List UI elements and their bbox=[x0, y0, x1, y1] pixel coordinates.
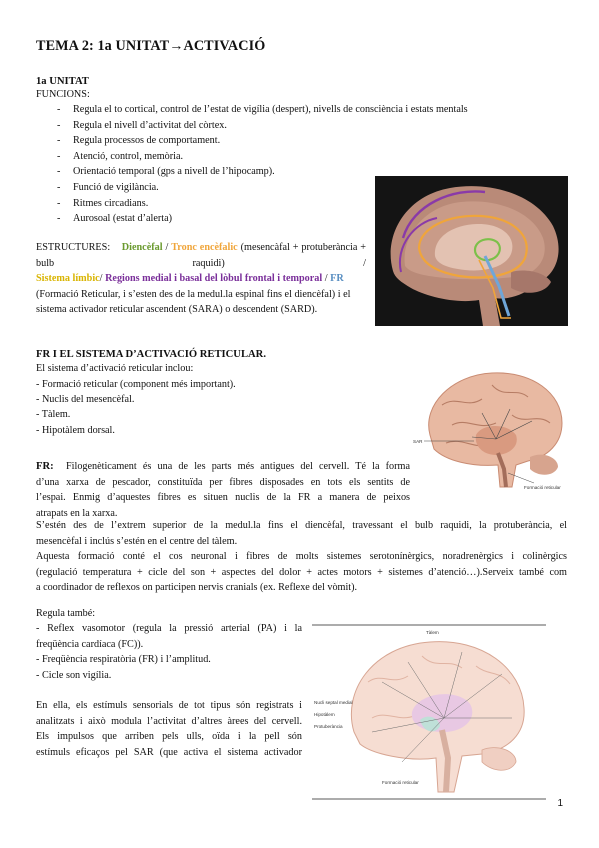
list-item: Orientació temporal (gps a nivell de l’h… bbox=[57, 164, 517, 180]
fr-description: FR: Filogenèticament és una de les parts… bbox=[36, 459, 410, 521]
regula-line: - Reflex vasomotor (regula la pressió ar… bbox=[36, 623, 302, 634]
fr-extent-paragraph: S’estén des de l’extrem superior de la m… bbox=[36, 518, 567, 596]
structures-line-1: ESTRUCTURES: Diencèfal / Tronc encèfalic… bbox=[36, 242, 367, 269]
stimuli-line: estímuls eficaços pel SAR (que activa el… bbox=[36, 746, 302, 758]
unit-heading: 1a UNITAT bbox=[36, 76, 89, 87]
page-number: 1 bbox=[557, 798, 563, 809]
functions-label: FUNCIONS: bbox=[36, 89, 90, 100]
regula-list: - Reflex vasomotor (regula la pressió ar… bbox=[36, 621, 302, 683]
fr-extent-line: S’estén des de l’extrem superior de la m… bbox=[36, 520, 567, 531]
list-item: Regula el to cortical, control de l’esta… bbox=[57, 102, 517, 118]
limbic-label: Sistema límbic bbox=[36, 273, 100, 285]
fr-item: - Tàlem. bbox=[36, 409, 71, 420]
regula-label: Regula també: bbox=[36, 608, 96, 619]
formacio-reticular-label: Formació reticular bbox=[382, 780, 419, 785]
list-item: Regula el nivell d’activitat del còrtex. bbox=[57, 118, 517, 134]
protuberancia-label: Protuberància bbox=[314, 724, 343, 729]
fr-label: FR bbox=[330, 273, 344, 285]
regions-label: Regions medial i basal del lòbul frontal… bbox=[105, 273, 323, 285]
hipotalem-label: Hipotàlem bbox=[314, 712, 335, 717]
fr-systems-line: Aquesta formació conté el cos neuronal i… bbox=[36, 551, 567, 563]
fr-section-intro: El sistema d’activació reticular inclou: bbox=[36, 363, 194, 374]
fr-section-heading: FR I EL SISTEMA D’ACTIVACIÓ RETICULAR. bbox=[36, 349, 266, 360]
brain-sagittal-image bbox=[375, 176, 568, 326]
stimuli-line: En ella, els estímuls sensorials de tot … bbox=[36, 700, 302, 711]
page-title: TEMA 2: 1a UNITAT→ACTIVACIÓ bbox=[36, 38, 266, 54]
fr-item: - Hipotàlem dorsal. bbox=[36, 425, 115, 436]
brain-sagittal-figure bbox=[375, 176, 568, 326]
fr-desc-line: atrapats en la xarxa. bbox=[36, 507, 118, 519]
brain-sar-figure: SAR Formació reticular bbox=[412, 365, 572, 495]
fr-desc-line: d’una xarxa de pescador, constituïda per… bbox=[36, 476, 410, 488]
regula-line: freqüència cardíaca (FC)). bbox=[36, 638, 144, 650]
stimuli-line: analitzats i això modula l’activitat d’a… bbox=[36, 715, 302, 727]
regula-line: - Cicle son vigília. bbox=[36, 669, 112, 681]
fr-desc-line: FR: Filogenèticament és una de les parts… bbox=[36, 461, 410, 472]
talem-label: Tàlem bbox=[426, 630, 439, 635]
structures-paragraph: ESTRUCTURES: Diencèfal / Tronc encèfalic… bbox=[36, 240, 366, 318]
formacio-label: Formació reticular bbox=[524, 485, 561, 490]
structures-line-2: Sistema límbic/ Regions medial i basal d… bbox=[36, 273, 351, 316]
nucli-septal-label: Nucli septal medial bbox=[314, 700, 353, 705]
diencefal-label: Diencèfal bbox=[121, 242, 163, 253]
brain-pathways-figure: Tàlem Nucli septal medial Hipotàlem Prot… bbox=[312, 622, 546, 802]
fr-item: - Formació reticular (component més impo… bbox=[36, 379, 236, 390]
stimuli-paragraph: En ella, els estímuls sensorials de tot … bbox=[36, 698, 302, 760]
tronc-label: Tronc encèfalic bbox=[171, 242, 238, 253]
fr-extent-line: mesencèfal i inclús s’estén en el centre… bbox=[36, 535, 238, 547]
list-item: Aurosoal (estat d’alerta) bbox=[57, 211, 517, 227]
list-item: Ritmes circadians. bbox=[57, 196, 517, 212]
stimuli-line: Els impulsos que arriben pels ulls, oïda… bbox=[36, 731, 302, 743]
fr-item: - Nuclis del mesencèfal. bbox=[36, 394, 135, 405]
brain-pathways-image: Tàlem Nucli septal medial Hipotàlem Prot… bbox=[312, 624, 546, 800]
list-item: Atenció, control, memòria. bbox=[57, 149, 517, 165]
fr-desc-line: l’espai. Enmig d’aquestes fibres es situ… bbox=[36, 492, 410, 504]
list-item: Funció de vigilància. bbox=[57, 180, 517, 196]
functions-list: Regula el to cortical, control de l’esta… bbox=[57, 102, 517, 227]
regula-line: - Freqüència respiratòria (FR) i l’ampli… bbox=[36, 654, 211, 666]
sar-label: SAR bbox=[413, 439, 423, 444]
fr-systems-line: a coordinador de reflexos on participen … bbox=[36, 582, 358, 594]
fr-systems-line: (regulació temperatura + cicle del son +… bbox=[36, 566, 567, 578]
brain-sar-image: SAR Formació reticular bbox=[413, 372, 563, 490]
list-item: Regula processos de comportament. bbox=[57, 133, 517, 149]
